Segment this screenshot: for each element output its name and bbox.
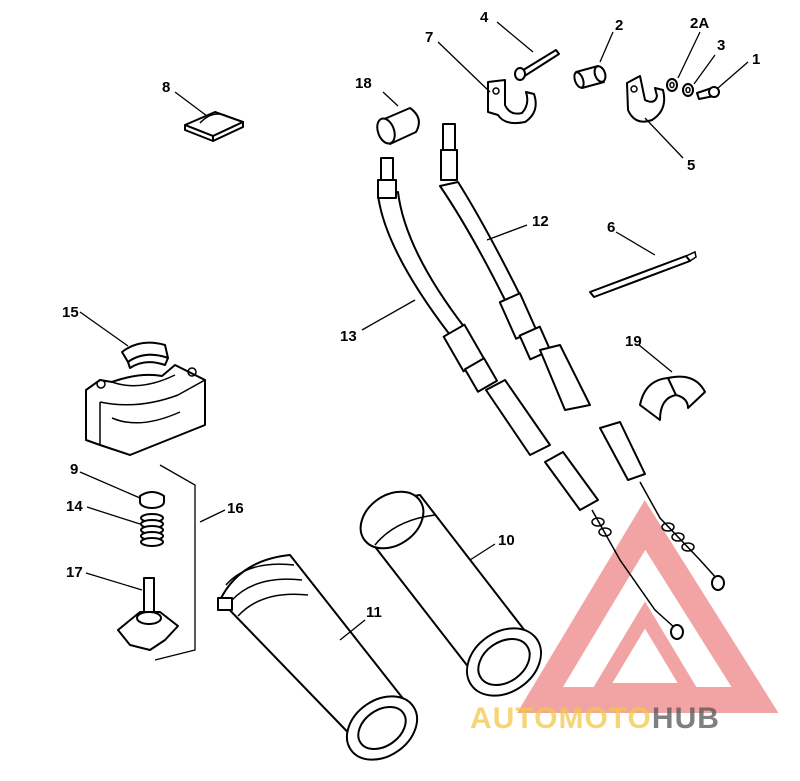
part-9-cap xyxy=(139,491,165,509)
callout-2: 2 xyxy=(615,17,623,34)
part-7-clamp xyxy=(487,79,537,125)
part-14-spring xyxy=(140,513,164,547)
watermark-moto: MOTO xyxy=(558,702,651,735)
part-16-group-bracket xyxy=(154,464,196,661)
callout-18: 18 xyxy=(355,75,372,92)
callout-2a: 2A xyxy=(690,15,709,32)
callout-7: 7 xyxy=(425,29,433,46)
clamp-block xyxy=(85,364,206,456)
svg-text:AUTOMOTOHUB: AUTOMOTOHUB xyxy=(470,702,720,735)
callout-8: 8 xyxy=(162,79,170,96)
part-13-cable xyxy=(377,157,684,640)
part-11-grip xyxy=(217,554,419,761)
watermark-text: AUTOMOTOHUB xyxy=(470,702,720,735)
part-3-washer xyxy=(682,83,694,97)
part-6-rod xyxy=(589,250,697,298)
callout-5: 5 xyxy=(687,157,695,174)
part-10-grip xyxy=(359,490,543,697)
callout-16: 16 xyxy=(227,500,244,517)
callout-9: 9 xyxy=(70,461,78,478)
watermark-auto: AUTO xyxy=(470,702,558,735)
part-17-knob xyxy=(117,577,179,651)
callout-17: 17 xyxy=(66,564,83,581)
callout-14: 14 xyxy=(66,498,83,515)
part-18-bushing xyxy=(376,107,420,145)
part-2-sleeve xyxy=(573,65,607,89)
callout-labels: 1 2 2A 3 4 5 6 7 8 9 10 11 12 13 14 15 1… xyxy=(62,9,760,621)
part-2a-washer xyxy=(666,78,678,92)
callout-4: 4 xyxy=(480,9,489,26)
callout-1: 1 xyxy=(752,51,760,68)
callout-12: 12 xyxy=(532,213,549,230)
part-5-bracket xyxy=(626,75,666,123)
leader-lines xyxy=(79,21,749,641)
part-12-cable xyxy=(439,123,725,591)
watermark-hub: HUB xyxy=(652,702,720,735)
callout-10: 10 xyxy=(498,532,515,549)
part-15-clamp-half xyxy=(121,341,169,369)
part-4-bolt xyxy=(514,49,560,81)
callout-6: 6 xyxy=(607,219,615,236)
callout-13: 13 xyxy=(340,328,357,345)
part-1-screw xyxy=(696,86,720,100)
part-19-clip xyxy=(639,375,706,421)
watermark-logo xyxy=(517,500,779,713)
callout-3: 3 xyxy=(717,37,725,54)
callout-11: 11 xyxy=(366,604,382,621)
callout-19: 19 xyxy=(625,333,642,350)
part-8-clip xyxy=(184,111,244,142)
callout-15: 15 xyxy=(62,304,79,321)
